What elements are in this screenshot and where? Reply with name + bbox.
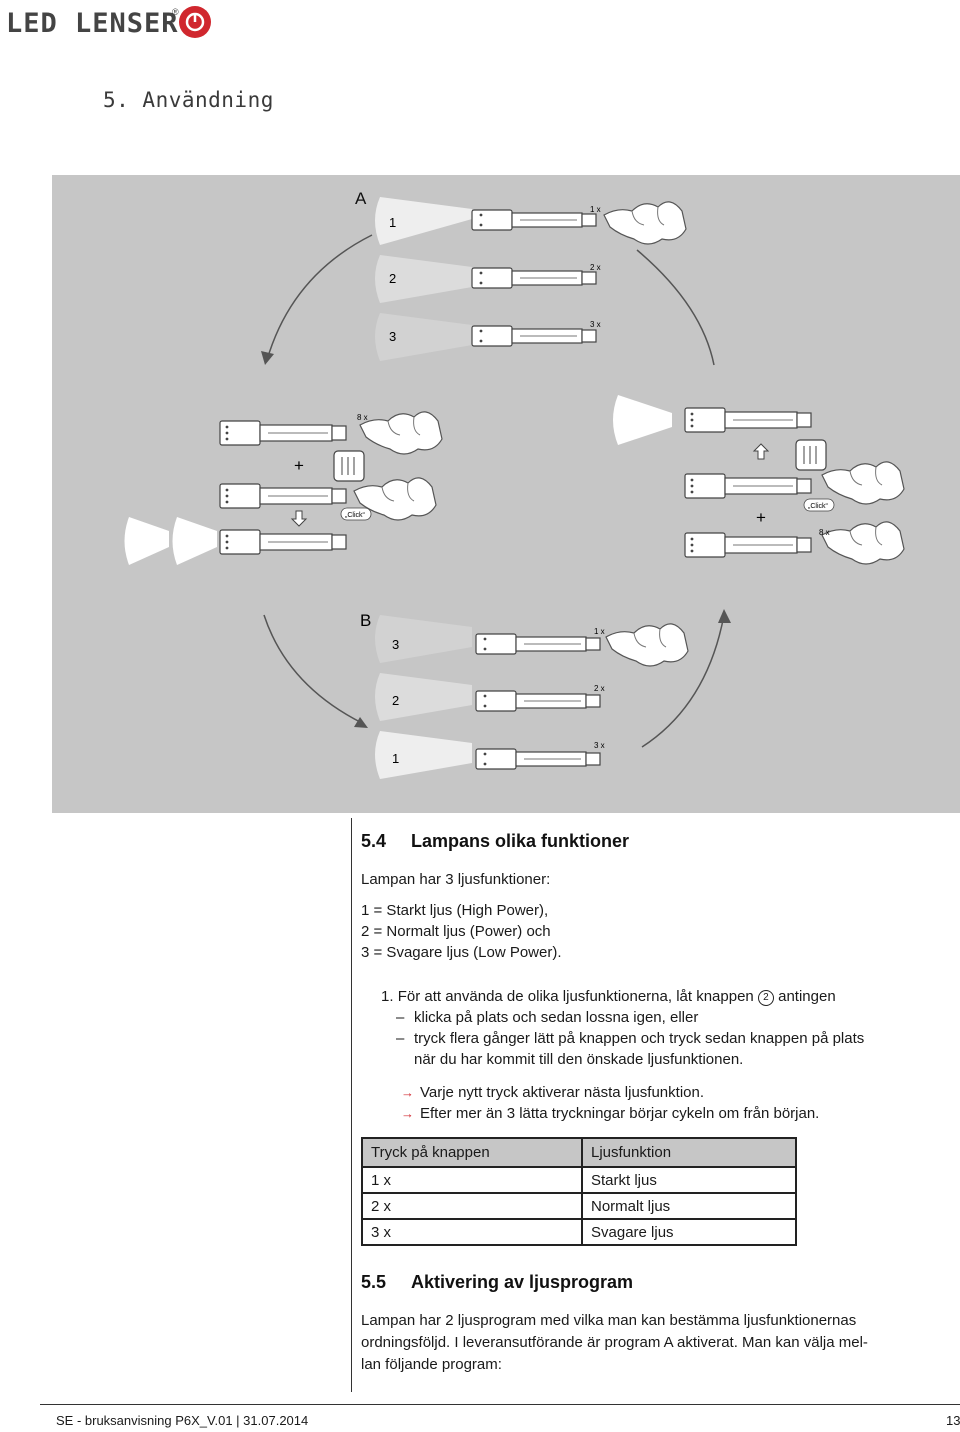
beam-left-1 xyxy=(124,517,169,565)
note-item: →Varje nytt tryck aktiverar nästa ljusfu… xyxy=(401,1084,705,1101)
table-cell: 2 x xyxy=(361,1192,583,1220)
mode-line: 1 = Starkt ljus (High Power), xyxy=(361,902,549,919)
b-mode-2: 2 xyxy=(392,693,399,708)
mode-number-1: 1 xyxy=(389,215,396,230)
usage-figure: A 1 2 3 1 x 2 x 3 x 8 x + „Click“ xyxy=(52,175,960,813)
option-item: –tryck flera gånger lätt på knappen och … xyxy=(396,1030,865,1047)
step-line: 1. För att använda de olika ljusfunktion… xyxy=(381,986,941,1007)
plus-left: + xyxy=(294,456,304,475)
table-cell: 1 x xyxy=(361,1166,583,1194)
section-title: Aktivering av ljusprogram xyxy=(411,1272,634,1292)
button-zoom-left xyxy=(333,450,365,482)
b-press-3x: 3 x xyxy=(594,741,605,750)
functions-table: Tryck på knappen Ljusfunktion 1 x Starkt… xyxy=(361,1137,797,1246)
table-row: 3 x Svagare ljus xyxy=(361,1218,797,1246)
beam-normal xyxy=(375,255,472,303)
step-text: För att använda de olika ljusfunktionern… xyxy=(397,988,754,1005)
step-text-end: antingen xyxy=(778,988,836,1005)
beam-b-high xyxy=(375,731,472,779)
press-2x: 2 x xyxy=(590,263,601,272)
b-press-2x: 2 x xyxy=(594,684,605,693)
section-5-4-heading: 5.4 Lampans olika funktioner xyxy=(361,831,629,852)
b-mode-1: 1 xyxy=(392,751,399,766)
click-right: „Click“ xyxy=(808,503,828,510)
text-margin-rule xyxy=(351,818,352,1392)
table-header: Tryck på knappen xyxy=(361,1137,583,1168)
step-number: 1. xyxy=(381,988,394,1005)
b-mode-3: 3 xyxy=(392,637,399,652)
logo-text: LED LENSER xyxy=(6,8,179,39)
page-number: 13 xyxy=(946,1413,960,1428)
mode-number-3: 3 xyxy=(389,329,396,344)
table-cell: Normalt ljus xyxy=(581,1192,797,1220)
section-number: 5.4 xyxy=(361,831,387,851)
mode-line: 3 = Svagare ljus (Low Power). xyxy=(361,944,562,961)
programs-paragraph: Lampan har 2 ljusprogram med vilka man k… xyxy=(361,1312,868,1373)
table-header-row: Tryck på knappen Ljusfunktion xyxy=(361,1137,797,1168)
usage-diagram: A 1 2 3 1 x 2 x 3 x 8 x + „Click“ xyxy=(124,189,905,779)
mode-line: 2 = Normalt ljus (Power) och xyxy=(361,923,551,940)
arrow-icon: → xyxy=(401,1085,414,1100)
b-press-1x: 1 x xyxy=(594,627,605,636)
table-cell: Svagare ljus xyxy=(581,1218,797,1246)
mode-number-2: 2 xyxy=(389,271,396,286)
footer-rule xyxy=(40,1404,960,1405)
section-title: Lampans olika funktioner xyxy=(411,831,630,851)
beam-b-normal xyxy=(375,673,472,721)
press-8x-right: 8 x xyxy=(819,528,830,537)
beam-left-2 xyxy=(172,517,217,565)
press-8x-left: 8 x xyxy=(357,413,368,422)
table-cell: 3 x xyxy=(361,1218,583,1246)
table-row: 1 x Starkt ljus xyxy=(361,1166,797,1194)
table-cell: Starkt ljus xyxy=(581,1166,797,1194)
press-1x: 1 x xyxy=(590,205,601,214)
section-number: 5.5 xyxy=(361,1272,387,1292)
beam-b-low xyxy=(375,615,472,663)
functions-intro: Lampan har 3 ljusfunktioner: xyxy=(361,871,551,888)
chapter-title: 5. Användning xyxy=(103,88,274,112)
beam-high xyxy=(375,197,472,245)
option-item-continued: när du har kommit till den önskade ljusf… xyxy=(414,1051,744,1068)
brand-logo: LED LENSER ® xyxy=(6,2,216,47)
registered-mark: ® xyxy=(172,7,179,17)
beam-right xyxy=(613,395,672,445)
click-left: „Click“ xyxy=(345,512,365,519)
table-row: 2 x Normalt ljus xyxy=(361,1192,797,1220)
option-item: –klicka på plats och sedan lossna igen, … xyxy=(396,1009,699,1026)
modes-list: 1 = Starkt ljus (High Power), 2 = Normal… xyxy=(361,900,562,963)
section-5-5-heading: 5.5 Aktivering av ljusprogram xyxy=(361,1272,633,1293)
program-b-label: B xyxy=(360,611,371,630)
button-ref-2: 2 xyxy=(757,990,774,1006)
program-a-label: A xyxy=(355,189,367,208)
footer-text: SE - bruksanvisning P6X_V.01 | 31.07.201… xyxy=(56,1413,309,1428)
note-item: →Efter mer än 3 lätta tryckningar börjar… xyxy=(401,1105,820,1122)
plus-right: + xyxy=(756,508,766,527)
arrow-icon: → xyxy=(401,1106,414,1121)
table-header: Ljusfunktion xyxy=(581,1137,797,1168)
step-1: 1. För att använda de olika ljusfunktion… xyxy=(381,986,941,1124)
beam-low xyxy=(375,313,472,361)
press-3x: 3 x xyxy=(590,320,601,329)
button-zoom-right xyxy=(795,439,827,471)
